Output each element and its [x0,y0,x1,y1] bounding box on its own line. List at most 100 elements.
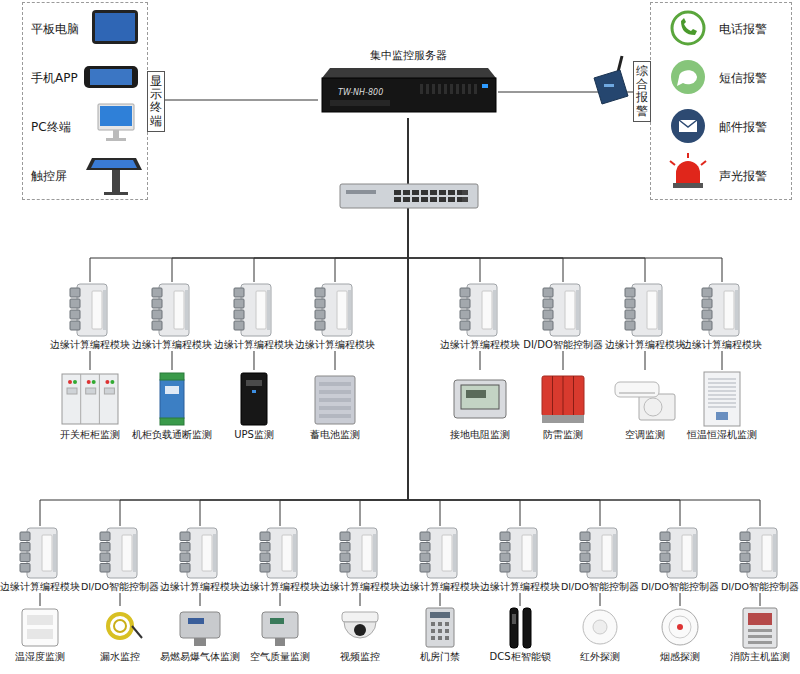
lock-icon-part [510,608,518,648]
module-icon-part [613,534,616,572]
alarm-item: 邮件报警 [655,105,787,149]
switchgear-icon-part [67,388,77,394]
sms-alarm-icon-part [671,60,705,94]
device-box: DCS柜智能锁 [488,606,551,663]
module-icon-part [180,543,190,552]
leak-icon-part [132,626,142,638]
connector-line [280,593,281,606]
battery-icon-part [319,414,351,418]
switch-icon-part [412,190,419,195]
door-icon [426,608,454,647]
beacon-alarm-icon-part [687,153,689,158]
module-icon-part [735,290,738,330]
ir-icon [583,610,617,644]
module-icon-part [420,553,430,562]
module-icon-part [580,532,590,541]
smoke-icon-part [669,616,691,638]
connector-line [600,593,601,606]
door-icon-part [445,622,449,626]
module-box: DI/DO智能控制器 [720,526,800,593]
module-icon [260,528,297,578]
module-icon-part [442,535,452,571]
switchgear-icon [62,374,118,424]
switch-icon-part [394,190,401,195]
connector-line [408,118,563,282]
module-icon-part [315,321,325,330]
module-icon-part [500,564,510,573]
device-label: 开关柜柜监测 [60,428,120,441]
module-icon-part [152,288,162,297]
terminal-item: 平板电脑 [27,7,143,51]
module-icon-part [187,528,217,578]
module-icon-part [580,553,590,562]
module-icon [70,284,107,336]
router-icon-part [594,70,628,104]
connector-line [408,118,645,282]
lock-icon-part [512,614,516,624]
connector-line [253,351,254,370]
smoke-icon-part [662,609,698,645]
phone-alarm-icon-part [681,18,697,35]
module-box: 边缘计算编程模块 [0,526,81,593]
module-box: 边缘计算编程模块 [681,282,763,351]
door-icon-part [430,612,450,618]
surge-icon [542,376,584,423]
switchgear-icon-part [73,380,77,384]
module-label: DI/DO智能控制器 [523,338,603,351]
module-icon-part [460,299,470,308]
device-box: 开关柜柜监测 [59,370,121,441]
module-icon [180,528,217,578]
device-box: 机房门禁 [419,606,461,663]
device-label: 易燃易爆气体监测 [160,650,240,663]
lock-icon [510,608,531,648]
module-icon-part [660,532,670,541]
mail-alarm-icon-part [679,120,697,132]
module-icon-part [658,290,661,330]
server-icon-part [468,84,471,94]
module-icon-part [773,534,776,572]
server-icon-part [420,84,423,94]
module-icon-part [267,290,270,330]
device-label: DCS柜智能锁 [489,650,550,663]
module-icon-part [70,299,80,308]
module-icon-part [256,291,266,329]
module-icon-part [347,528,377,578]
module-icon-part [70,321,80,330]
device-box: 空气质量监测 [249,606,311,663]
module-icon-part [460,310,470,319]
switch-icon-part [394,197,401,202]
switch-icon-part [430,190,437,195]
air-icon-part [275,638,285,646]
server-icon [322,68,496,112]
module-icon [625,284,662,336]
module-icon-part [724,291,734,329]
camera-icon-part [354,624,366,636]
lock-icon-part [523,608,531,648]
module-icon-part [340,532,350,541]
crac-icon-part [704,372,740,426]
gas-icon [180,612,220,646]
module-icon-part [682,535,692,571]
smoke-icon [662,609,698,645]
module-icon-part [460,288,470,297]
module-icon-part [580,543,590,552]
connector-line [645,351,646,370]
crac-icon-part [708,398,736,400]
fire-icon-part [748,641,772,644]
module-icon-part [180,553,190,562]
module-icon [420,528,457,578]
module-icon-part [267,528,297,578]
module-icon [580,528,617,578]
leak-icon-part [114,620,126,632]
module-label: DI/DO智能控制器 [721,580,799,593]
connector-line [680,593,681,606]
module-icon-part [152,299,162,308]
module-box: 边缘计算编程模块 [294,282,376,351]
item-label: 触控屏 [31,168,67,185]
battery-icon-part [315,376,355,424]
connector-line [408,118,520,526]
item-label: 邮件报警 [719,119,767,136]
loadmon-icon-part [165,386,179,394]
kiosk-icon-part [91,160,137,168]
module-icon-part [702,310,712,319]
